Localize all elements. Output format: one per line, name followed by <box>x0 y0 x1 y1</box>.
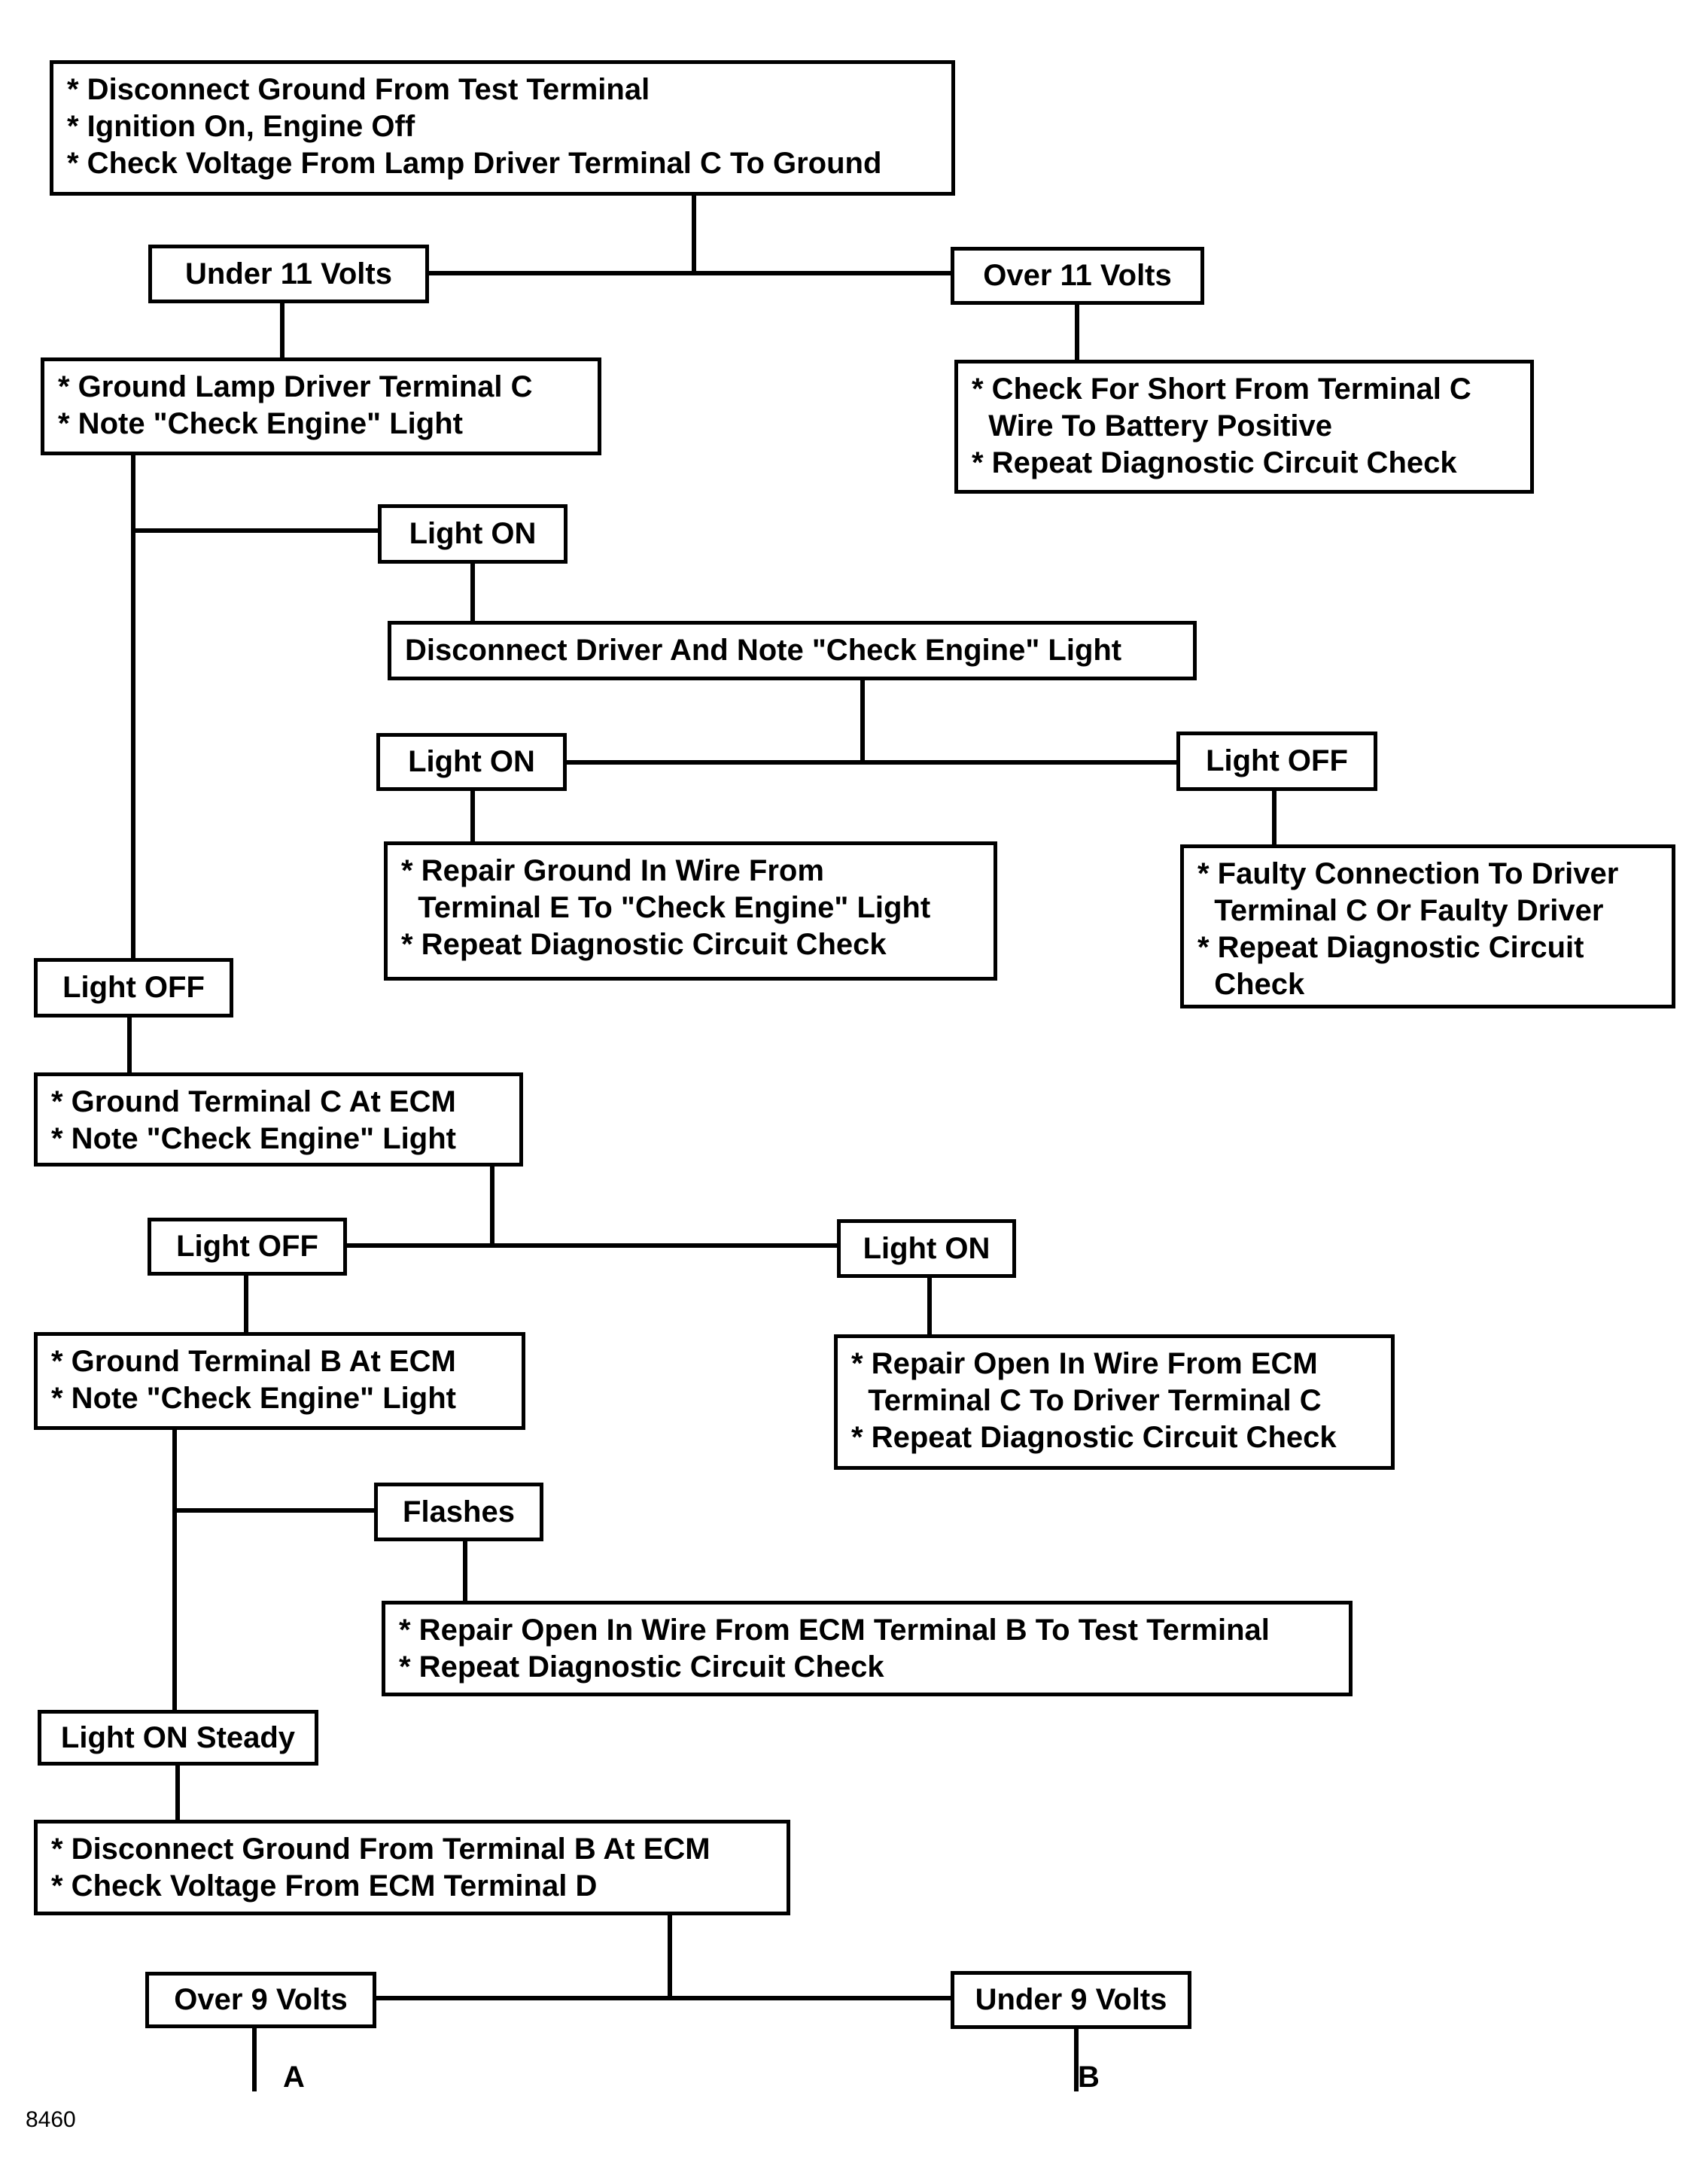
output-a-label: A <box>283 2061 305 2094</box>
step-line: * Check Voltage From Lamp Driver Termina… <box>67 147 882 180</box>
step-check-lamp-driver-voltage: * Disconnect Ground From Test Terminal *… <box>50 60 955 196</box>
step-ground-lamp-driver: * Ground Lamp Driver Terminal C * Note "… <box>41 357 601 455</box>
step-line: * Repair Open In Wire From ECM <box>851 1347 1318 1380</box>
step-line: * Note "Check Engine" Light <box>58 407 463 440</box>
step-faulty-connection-driver: * Faulty Connection To Driver Terminal C… <box>1180 844 1675 1008</box>
step-line: * Ground Lamp Driver Terminal C <box>58 370 533 403</box>
branch-over-9-volts: Over 9 Volts <box>145 1972 376 2028</box>
step-line: * Disconnect Ground From Test Terminal <box>67 73 650 106</box>
step-line: * Repair Open In Wire From ECM Terminal … <box>399 1614 1270 1647</box>
branch-under-11-volts: Under 11 Volts <box>148 245 429 303</box>
step-line: Wire To Battery Positive <box>972 409 1333 443</box>
branch-under-9-volts: Under 9 Volts <box>951 1971 1191 2029</box>
branch-light-on: Light ON <box>837 1219 1016 1278</box>
step-check-short-battery: * Check For Short From Terminal C Wire T… <box>954 360 1534 494</box>
branch-light-on: Light ON <box>376 733 567 791</box>
branch-light-on-steady: Light ON Steady <box>38 1710 318 1766</box>
branch-light-on: Light ON <box>378 504 568 564</box>
branch-flashes: Flashes <box>374 1483 543 1541</box>
step-line: * Repair Ground In Wire From <box>401 854 824 887</box>
step-repair-open-ecm-b: * Repair Open In Wire From ECM Terminal … <box>382 1601 1353 1696</box>
step-line: Terminal C To Driver Terminal C <box>851 1384 1322 1417</box>
step-ground-terminal-b-ecm: * Ground Terminal B At ECM * Note "Check… <box>34 1332 525 1430</box>
output-b-label: B <box>1078 2061 1100 2094</box>
step-check-ecm-terminal-d: * Disconnect Ground From Terminal B At E… <box>34 1820 790 1915</box>
step-line: * Check For Short From Terminal C <box>972 373 1471 406</box>
step-line: Terminal E To "Check Engine" Light <box>401 891 931 924</box>
step-ground-terminal-c-ecm: * Ground Terminal C At ECM * Note "Check… <box>34 1072 523 1167</box>
step-line: * Disconnect Ground From Terminal B At E… <box>51 1833 711 1866</box>
figure-number: 8460 <box>26 2107 76 2132</box>
step-line: * Repeat Diagnostic Circuit <box>1197 931 1584 964</box>
step-disconnect-driver: Disconnect Driver And Note "Check Engine… <box>388 621 1197 680</box>
step-line: * Repeat Diagnostic Circuit Check <box>851 1421 1337 1454</box>
step-repair-ground-terminal-e: * Repair Ground In Wire From Terminal E … <box>384 841 997 981</box>
step-line: Disconnect Driver And Note "Check Engine… <box>405 634 1122 667</box>
step-line: * Faulty Connection To Driver <box>1197 857 1619 890</box>
step-line: * Note "Check Engine" Light <box>51 1382 456 1415</box>
step-line: * Repeat Diagnostic Circuit Check <box>972 446 1457 479</box>
branch-light-off: Light OFF <box>148 1218 347 1276</box>
step-line: * Ground Terminal B At ECM <box>51 1345 456 1378</box>
branch-over-11-volts: Over 11 Volts <box>951 247 1204 305</box>
step-line: * Repeat Diagnostic Circuit Check <box>399 1650 884 1684</box>
step-line: Terminal C Or Faulty Driver <box>1197 894 1604 927</box>
step-line: * Note "Check Engine" Light <box>51 1122 456 1155</box>
step-line: * Check Voltage From ECM Terminal D <box>51 1869 598 1903</box>
step-line: Check <box>1197 968 1305 1001</box>
step-line: * Repeat Diagnostic Circuit Check <box>401 928 887 961</box>
step-repair-open-ecm-c: * Repair Open In Wire From ECM Terminal … <box>834 1334 1395 1470</box>
step-line: * Ground Terminal C At ECM <box>51 1085 456 1118</box>
branch-light-off: Light OFF <box>1176 732 1377 791</box>
step-line: * Ignition On, Engine Off <box>67 110 415 143</box>
branch-light-off: Light OFF <box>34 958 233 1017</box>
